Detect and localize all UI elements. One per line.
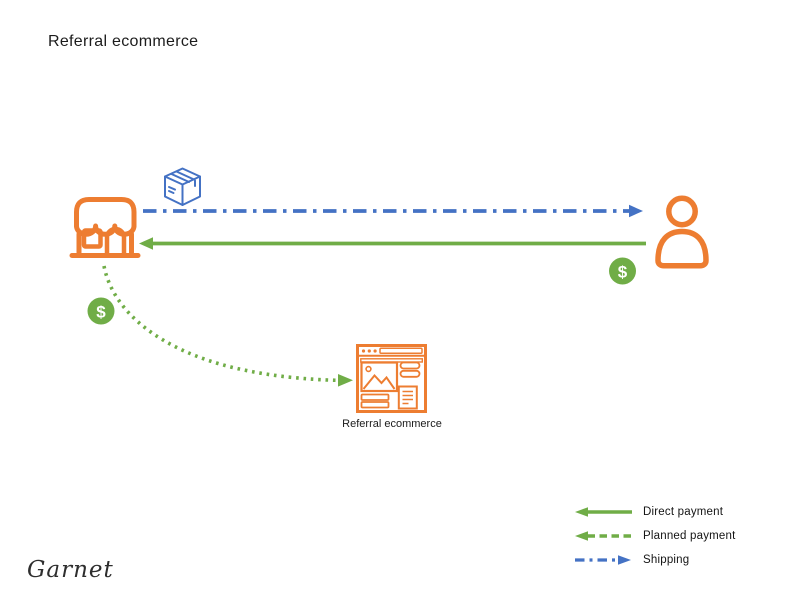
legend-label: Direct payment [643, 506, 724, 518]
browser-icon [356, 344, 427, 413]
page-title: Referral ecommerce [48, 33, 199, 50]
solid-left-arrow-icon [575, 507, 632, 517]
customer-icon [655, 195, 709, 269]
legend: Direct payment Planned payment Shipping [572, 505, 736, 577]
dollar-sign: $ [96, 303, 106, 322]
referral-site-label: Referral ecommerce [342, 418, 442, 430]
dollar-sign: $ [618, 263, 628, 282]
package-icon [164, 167, 201, 206]
store-icon [69, 197, 141, 258]
legend-item-shipping: Shipping [572, 553, 736, 567]
dollar-icon: $ [87, 297, 115, 325]
dollar-icon: $ [609, 257, 636, 285]
shipping-arrow [143, 204, 643, 218]
planned-payment-arrow [102, 265, 353, 387]
legend-label: Planned payment [643, 530, 736, 542]
signature: Garnet [27, 557, 114, 583]
dashed-left-arrow-icon [575, 531, 631, 541]
legend-label: Shipping [643, 554, 690, 566]
legend-item-direct-payment: Direct payment [572, 505, 736, 519]
legend-item-planned-payment: Planned payment [572, 529, 736, 543]
dashdot-right-arrow-icon [575, 555, 631, 565]
direct-payment-arrow [139, 237, 646, 250]
